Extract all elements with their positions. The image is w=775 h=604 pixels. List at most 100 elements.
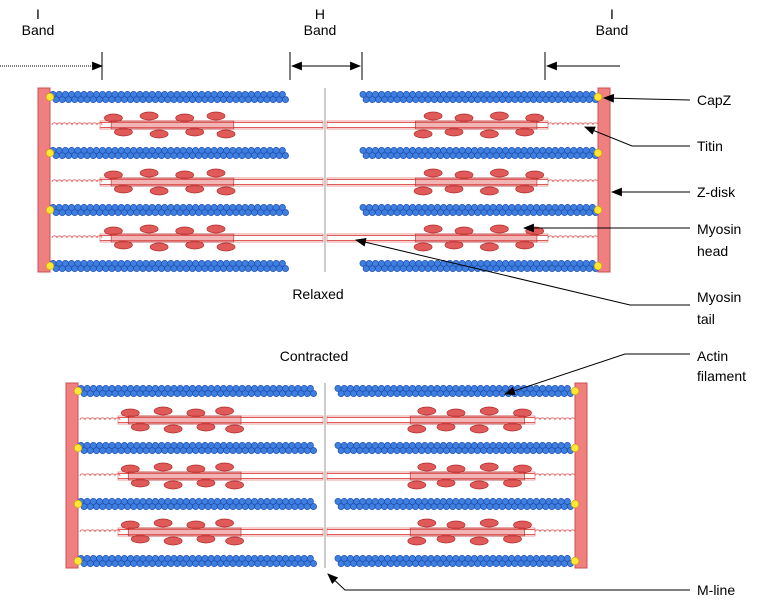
- z-disk: [597, 87, 611, 273]
- actin-filament: [334, 554, 574, 568]
- myosin-head: [153, 406, 173, 416]
- myosin-head: [175, 113, 195, 123]
- myosin-head: [130, 422, 150, 432]
- actin-filament: [49, 90, 289, 104]
- myosin-head: [413, 186, 433, 196]
- myosin-head: [216, 242, 236, 252]
- myosin-head: [469, 536, 489, 546]
- relaxed-label: Relaxed: [292, 286, 344, 302]
- titin-filament: [547, 179, 599, 183]
- myosin-head: [436, 534, 456, 544]
- myosin-head: [120, 464, 140, 474]
- titin-filament: [534, 473, 576, 477]
- myosin-head: [515, 184, 535, 194]
- actin-filament: [359, 146, 599, 160]
- capz-label: CapZ: [697, 92, 732, 108]
- myosin-head: [446, 520, 466, 530]
- annotation-lines: [0, 52, 691, 591]
- myosin-head: [104, 226, 123, 236]
- myosin-head: [163, 424, 183, 434]
- myosin-head: [413, 242, 433, 252]
- myosin-head: [480, 242, 499, 252]
- titin-filament: [534, 529, 576, 533]
- myosin-head: [515, 127, 535, 137]
- myosin-head: [104, 113, 123, 123]
- capz-cap: [593, 261, 603, 271]
- capz-pointer: [602, 93, 691, 103]
- titin-filament: [547, 122, 599, 126]
- myosin-thick-filament: [326, 406, 536, 434]
- myosin-head: [225, 424, 244, 434]
- myosin-head: [175, 226, 195, 236]
- myosin-head: [423, 168, 443, 178]
- myosin-head: [490, 111, 509, 121]
- myosin-head: [216, 186, 236, 196]
- myosin-head: [104, 170, 123, 180]
- myosin-head: [417, 518, 437, 528]
- myosin-thick-filament: [99, 111, 324, 139]
- titin-label: Titin: [697, 138, 723, 154]
- myosin-head: [454, 170, 474, 180]
- z-disk-label: Z-disk: [697, 184, 736, 200]
- myosin-head: [479, 462, 499, 472]
- myosin-thick-filament: [117, 518, 324, 546]
- titin-filament: [79, 529, 121, 533]
- myosin-head: [130, 478, 150, 488]
- myosin-thick-filament: [117, 406, 324, 434]
- myosin-head: [225, 480, 244, 490]
- myosin-head: [480, 129, 499, 139]
- myosin-head: [407, 424, 427, 434]
- myosin-head: [513, 464, 532, 474]
- myosin-head: [163, 536, 183, 546]
- myosin-head: [503, 422, 522, 432]
- z-disk: [37, 87, 51, 273]
- myosin-head: [490, 168, 509, 178]
- myosin-head: [413, 129, 433, 139]
- myosin-head: [525, 170, 545, 180]
- actin-filament: [334, 497, 574, 511]
- myosin-head: [149, 242, 169, 252]
- contracted-label: Contracted: [279, 348, 349, 364]
- titin-filament: [79, 473, 121, 477]
- m-line-label: M-line: [697, 582, 736, 598]
- actin-filament: [77, 441, 317, 455]
- myosin-head: [206, 111, 226, 121]
- capz-cap: [45, 205, 55, 215]
- myosin-head: [423, 224, 443, 234]
- myosin-head: [444, 184, 464, 194]
- myosin-head: [139, 168, 159, 178]
- myosin-head: [206, 168, 226, 178]
- actin-filament: [359, 203, 599, 217]
- capz-cap: [45, 148, 55, 158]
- myosin-head: [515, 240, 535, 250]
- capz-cap: [593, 148, 603, 158]
- actin-filament: [49, 259, 289, 273]
- actin-pointer: [503, 353, 690, 396]
- myosin-thick-filament: [326, 111, 549, 139]
- myosin-head: [139, 224, 159, 234]
- actin-filament: [77, 384, 317, 398]
- actin-filament: [334, 384, 574, 398]
- myosin-head: [216, 129, 236, 139]
- capz-cap: [45, 92, 55, 102]
- myosin-head: [436, 478, 456, 488]
- titin-pointer: [583, 126, 690, 147]
- myosin-head: [215, 462, 234, 472]
- capz-cap: [570, 499, 580, 509]
- myosin-head: [114, 240, 133, 250]
- myosin-thick-filament: [117, 462, 324, 490]
- capz-cap: [73, 386, 83, 396]
- myosin-head: [206, 224, 226, 234]
- contracted-sarcomere: [65, 382, 588, 569]
- actin-filament: [359, 90, 599, 104]
- myosin-tail-pointer: [354, 238, 690, 306]
- myosin-head: [436, 422, 456, 432]
- z-disk: [574, 382, 588, 569]
- actin-filament: [359, 259, 599, 273]
- titin-filament: [79, 417, 121, 421]
- myosin-head: [423, 111, 443, 121]
